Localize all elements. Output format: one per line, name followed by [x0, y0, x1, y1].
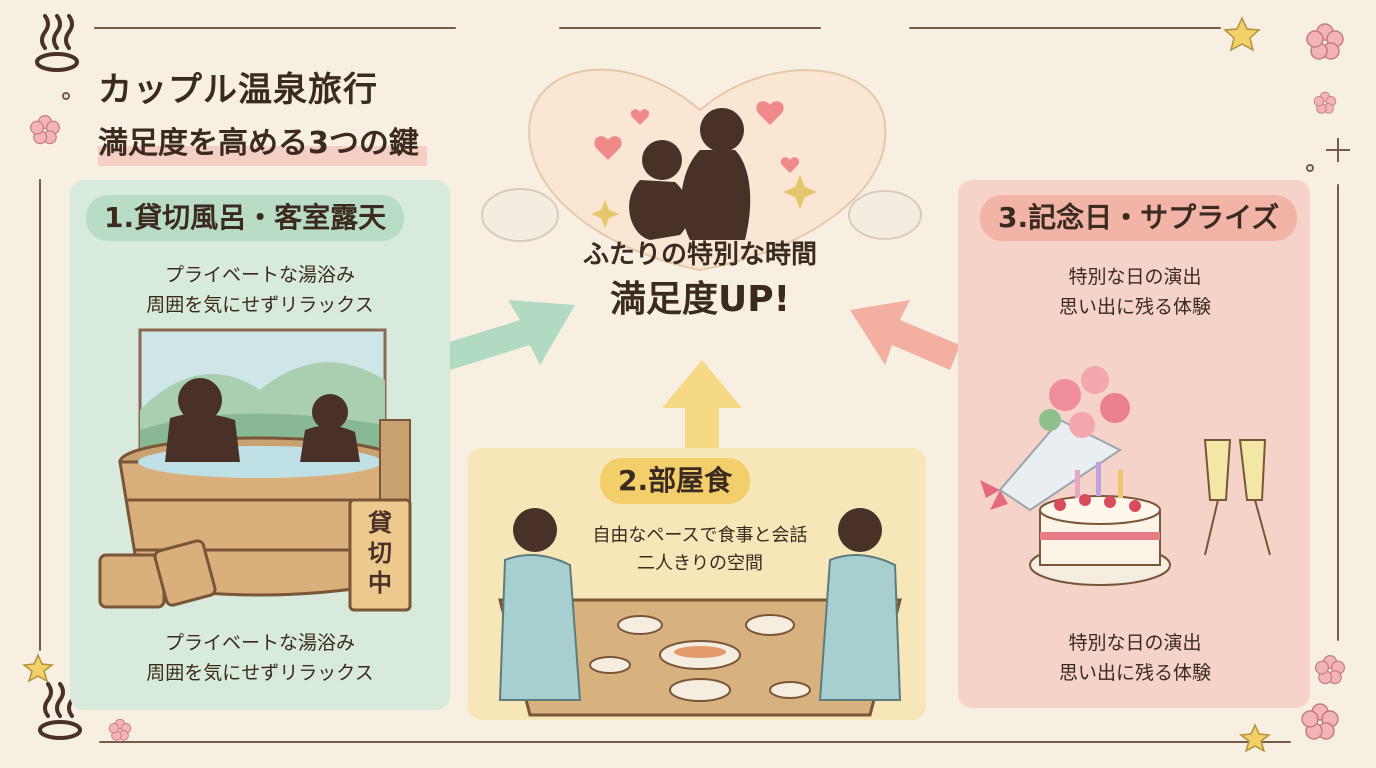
text-line: 自由なペースで食事と会話 [592, 525, 808, 546]
sparkle-icon [591, 175, 817, 228]
sign-char: 切 [368, 539, 392, 567]
private-bath-text-top: プライベートな湯浴み 周囲を気にせずリラックス [90, 260, 430, 320]
private-bath-text-bottom: プライベートな湯浴み 周囲を気にせずリラックス [90, 628, 430, 688]
onsen-icon [35, 14, 79, 72]
page-title: カップル温泉旅行 満足度を高める3つの鍵 [98, 68, 498, 166]
text-line: 周囲を気にせずリラックス [146, 662, 374, 684]
couple-silhouette [629, 108, 751, 240]
text-line: 思い出に残る体験 [1058, 662, 1211, 684]
sakura-icon [29, 23, 1346, 741]
arrow-pink [850, 300, 960, 370]
arrow-yellow [662, 360, 742, 450]
star-icon [22, 16, 1271, 753]
heart-icon [594, 101, 800, 173]
text-line: 思い出に残る体験 [1058, 296, 1211, 318]
text-line: プライベートな湯浴み [164, 632, 355, 654]
text-line: 特別な日の演出 [1068, 266, 1202, 288]
anniversary-text-top: 特別な日の演出 思い出に残る体験 [975, 262, 1295, 322]
room-meal-text: 自由なペースで食事と会話 二人きりの空間 [540, 522, 860, 578]
title-line2: 満足度を高める3つの鍵 [98, 122, 427, 166]
center-line1: ふたりの特別な時間 [582, 240, 817, 270]
heading-anniversary: 3.記念日・サプライズ [980, 195, 1298, 241]
heading-room-meal: 2.部屋食 [600, 458, 751, 504]
text-line: プライベートな湯浴み [164, 264, 355, 286]
sign-char: 貸 [368, 509, 392, 537]
anniversary-text-bottom: 特別な日の演出 思い出に残る体験 [975, 628, 1295, 688]
arrow-green [440, 300, 575, 370]
center-line2: 満足度UP! [609, 279, 791, 320]
kashikiri-sign-text: 貸 切 中 [350, 508, 410, 598]
sign-char: 中 [368, 569, 392, 597]
center-message: ふたりの特別な時間 満足度UP! [520, 236, 880, 326]
text-line: 二人きりの空間 [637, 553, 763, 574]
title-line1: カップル温泉旅行 [98, 70, 378, 110]
heading-private-bath: 1.貸切風呂・客室露天 [86, 195, 405, 241]
text-line: 特別な日の演出 [1068, 632, 1202, 654]
text-line: 周囲を気にせずリラックス [146, 294, 374, 316]
